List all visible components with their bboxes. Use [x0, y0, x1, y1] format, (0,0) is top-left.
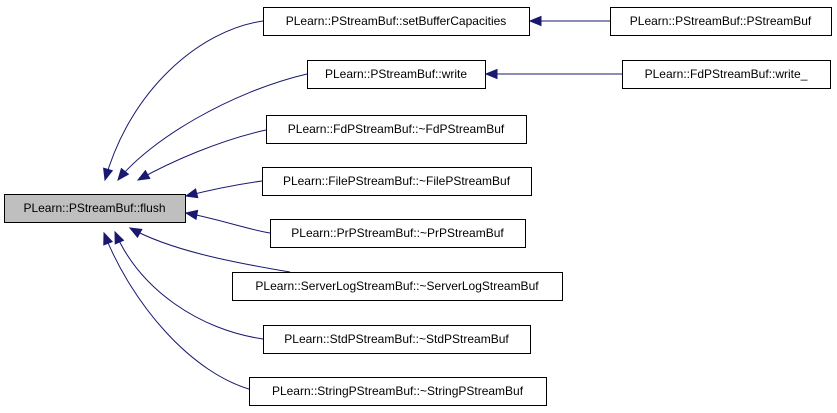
node-label: PLearn::StringPStreamBuf::~StringPStream… [272, 384, 524, 398]
edge-line [185, 212, 271, 234]
arrow-head [184, 209, 199, 221]
node-label: PLearn::PStreamBuf::setBufferCapacities [286, 14, 507, 28]
node-label: PLearn::PStreamBuf::flush [23, 201, 165, 215]
edge-line [137, 129, 267, 181]
node-box [622, 60, 831, 89]
arrow-head [484, 68, 498, 80]
node-box [263, 7, 530, 36]
arrow-head [136, 169, 151, 181]
edge-line [117, 73, 308, 181]
node-label: PLearn::FdPStreamBuf::~FdPStreamBuf [288, 122, 505, 136]
arrow-head [128, 227, 143, 239]
edges-layer [103, 15, 622, 392]
node-std-dtor[interactable]: PLearn::StdPStreamBuf::~StdPStreamBuf [263, 325, 531, 354]
edge-line [114, 231, 264, 340]
node-box [263, 325, 531, 354]
edge-set-buffer-capacities-to-flush [103, 20, 264, 182]
node-string-dtor[interactable]: PLearn::StringPStreamBuf::~StringPStream… [249, 377, 547, 406]
node-label: PLearn::FdPStreamBuf::write_ [645, 67, 808, 81]
edge-string-dtor-to-flush [103, 231, 257, 392]
node-label: PLearn::StdPStreamBuf::~StdPStreamBuf [284, 332, 509, 346]
node-label: PLearn::ServerLogStreamBuf::~ServerLogSt… [255, 279, 539, 293]
edge-line [103, 232, 257, 392]
edge-fd-write-to-write [484, 68, 622, 80]
node-pstreambuf-ctor[interactable]: PLearn::PStreamBuf::PStreamBuf [610, 7, 832, 36]
node-label: PLearn::PrPStreamBuf::~PrPStreamBuf [291, 226, 504, 240]
node-box [262, 167, 532, 196]
node-flush[interactable]: PLearn::PStreamBuf::flush [4, 194, 186, 223]
nodes-layer: PLearn::PStreamBuf::flush PLearn::PStream… [4, 7, 832, 406]
edge-file-dtor-to-flush [184, 180, 263, 199]
edge-pr-dtor-to-flush [184, 209, 271, 234]
node-box [266, 115, 527, 144]
arrow-head [103, 231, 114, 246]
node-box [4, 194, 186, 223]
edge-fd-dtor-to-flush [136, 129, 267, 181]
arrow-head [184, 188, 199, 199]
node-box [232, 272, 563, 301]
node-file-dtor[interactable]: PLearn::FilePStreamBuf::~FilePStreamBuf [262, 167, 532, 196]
node-server-log-dtor[interactable]: PLearn::ServerLogStreamBuf::~ServerLogSt… [232, 272, 563, 301]
node-label: PLearn::FilePStreamBuf::~FilePStreamBuf [283, 174, 511, 188]
edge-line [185, 180, 263, 197]
node-set-buffer-capacities[interactable]: PLearn::PStreamBuf::setBufferCapacities [263, 7, 530, 36]
edge-write-to-flush [117, 73, 308, 182]
edge-pstreambuf-ctor-to-set-buffer-capacities [528, 15, 610, 27]
node-label: PLearn::PStreamBuf::PStreamBuf [630, 14, 812, 28]
edge-server-log-dtor-to-flush [128, 227, 291, 273]
arrow-head [528, 15, 542, 27]
node-fd-write[interactable]: PLearn::FdPStreamBuf::write_ [622, 60, 831, 89]
arrow-head [103, 167, 114, 182]
node-label: PLearn::PStreamBuf::write [325, 67, 467, 81]
edge-std-dtor-to-flush [114, 230, 264, 340]
node-box [610, 7, 832, 36]
node-box [307, 60, 486, 89]
node-box [270, 219, 526, 248]
edge-line [129, 227, 291, 273]
node-pr-dtor[interactable]: PLearn::PrPStreamBuf::~PrPStreamBuf [270, 219, 526, 248]
arrow-head [114, 230, 125, 245]
edge-line [104, 20, 264, 181]
node-box [249, 377, 547, 406]
arrow-head [117, 167, 130, 182]
node-fd-dtor[interactable]: PLearn::FdPStreamBuf::~FdPStreamBuf [266, 115, 527, 144]
node-write[interactable]: PLearn::PStreamBuf::write [307, 60, 486, 89]
